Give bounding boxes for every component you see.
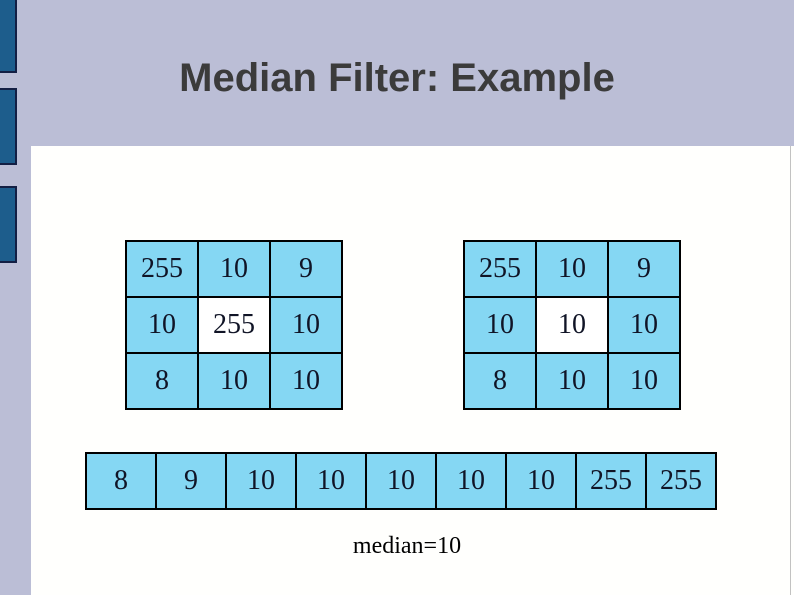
content-area-border — [790, 146, 791, 595]
sorted-value-cell: 9 — [156, 453, 226, 509]
page-title: Median Filter: Example — [179, 56, 615, 100]
grid-cell: 10 — [270, 353, 342, 409]
grid-cell: 255 — [126, 241, 198, 297]
sorted-value-cell: 255 — [646, 453, 716, 509]
sorted-value-cell: 8 — [86, 453, 156, 509]
sorted-value-cell: 10 — [366, 453, 436, 509]
sorted-value-cell: 10 — [296, 453, 366, 509]
grid-cell: 255 — [464, 241, 536, 297]
grid-cell: 10 — [126, 297, 198, 353]
median-label: median=10 — [352, 533, 462, 559]
grid-cell: 10 — [464, 297, 536, 353]
grid-cell: 10 — [270, 297, 342, 353]
decorative-bar-2 — [0, 88, 17, 165]
sorted-value-cell: 255 — [576, 453, 646, 509]
grid-cell: 10 — [198, 353, 270, 409]
output-neighborhood-grid: 255 10 9 10 10 10 8 10 10 — [463, 240, 681, 410]
grid-cell: 8 — [464, 353, 536, 409]
sorted-value-cell: 10 — [506, 453, 576, 509]
grid-cell: 10 — [536, 241, 608, 297]
grid-cell: 10 — [608, 297, 680, 353]
grid-cell: 10 — [608, 353, 680, 409]
grid-cell: 9 — [270, 241, 342, 297]
grid-cell: 9 — [608, 241, 680, 297]
grid-cell-center-highlight: 10 — [536, 297, 608, 353]
sorted-value-cell: 10 — [226, 453, 296, 509]
grid-cell-center-highlight: 255 — [198, 297, 270, 353]
sorted-values-row: 8 9 10 10 10 10 10 255 255 — [85, 452, 717, 510]
decorative-bar-3 — [0, 186, 17, 263]
decorative-bar-1 — [0, 0, 17, 73]
grid-cell: 10 — [198, 241, 270, 297]
grid-cell: 8 — [126, 353, 198, 409]
input-neighborhood-grid: 255 10 9 10 255 10 8 10 10 — [125, 240, 343, 410]
sorted-value-cell: 10 — [436, 453, 506, 509]
grid-cell: 10 — [536, 353, 608, 409]
